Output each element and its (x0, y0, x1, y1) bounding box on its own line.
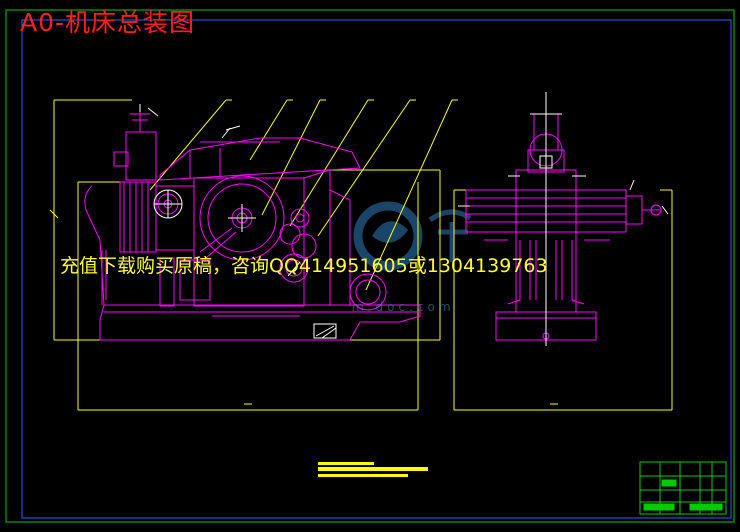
download-notice: 充值下载购买原稿，咨询QQ414951605或1304139763 (60, 255, 548, 277)
drawing-frame (5, 9, 735, 523)
caption-bars (318, 462, 428, 477)
side-view (453, 92, 673, 411)
caption-bar-top (318, 462, 374, 465)
main-gear (199, 175, 285, 261)
outer-border (5, 9, 735, 523)
drawing-title: A0-机床总装图 (20, 8, 196, 37)
front-view (49, 99, 458, 411)
watermark-text: m.doc.com (352, 300, 455, 314)
front-view-accents (139, 104, 337, 339)
title-block (639, 461, 727, 515)
caption-bar-bottom (318, 474, 408, 477)
side-view-accents (458, 92, 669, 346)
side-view-outline (453, 189, 673, 411)
inner-border (21, 19, 732, 519)
motor (349, 273, 387, 311)
caption-bar-middle (318, 467, 428, 471)
side-view-machine (465, 96, 662, 341)
